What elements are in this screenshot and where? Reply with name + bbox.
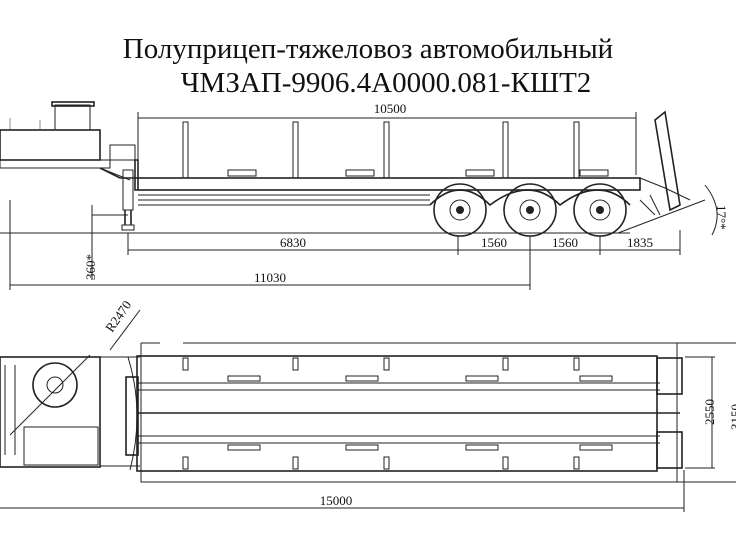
dim-outer-width: 3150 bbox=[728, 404, 736, 430]
deck-fittings bbox=[182, 357, 613, 470]
dim-deck-height: 360* bbox=[83, 254, 98, 280]
loading-ramp bbox=[654, 110, 681, 212]
wheels bbox=[429, 183, 631, 237]
dim-total-length: 15000 bbox=[320, 493, 353, 508]
top-view: R2470 2550 3150 15000 bbox=[0, 298, 736, 512]
dim-axle-spacing-1: 1560 bbox=[481, 235, 507, 250]
ramp-left bbox=[656, 357, 683, 395]
drawing-title: Полуприцеп-тяжеловоз автомобильный bbox=[122, 33, 614, 65]
tractor-top bbox=[0, 354, 101, 468]
platform-deck bbox=[134, 177, 641, 191]
spare-wheel bbox=[32, 362, 78, 408]
drawing-model-number: ЧМЗАП-9906.4А0000.081-КШТ2 bbox=[180, 67, 592, 99]
tractor-side bbox=[0, 101, 136, 181]
dim-inner-width: 2550 bbox=[702, 399, 717, 425]
dim-kingpin-to-axle: 6830 bbox=[280, 235, 306, 250]
dim-kingpin-offset: 11030 bbox=[254, 270, 286, 285]
dim-platform-length: 10500 bbox=[374, 101, 407, 116]
ramp-right bbox=[656, 431, 683, 469]
dim-axle-spacing-2: 1560 bbox=[552, 235, 578, 250]
dim-turn-radius: R2470 bbox=[102, 298, 134, 335]
stanchions bbox=[182, 121, 580, 179]
dim-ramp-angle: 17°* bbox=[714, 205, 729, 230]
dim-rear-overhang: 1835 bbox=[627, 235, 653, 250]
side-view: 10500 6830 1560 1560 1835 11030 360* 17°… bbox=[0, 101, 729, 290]
